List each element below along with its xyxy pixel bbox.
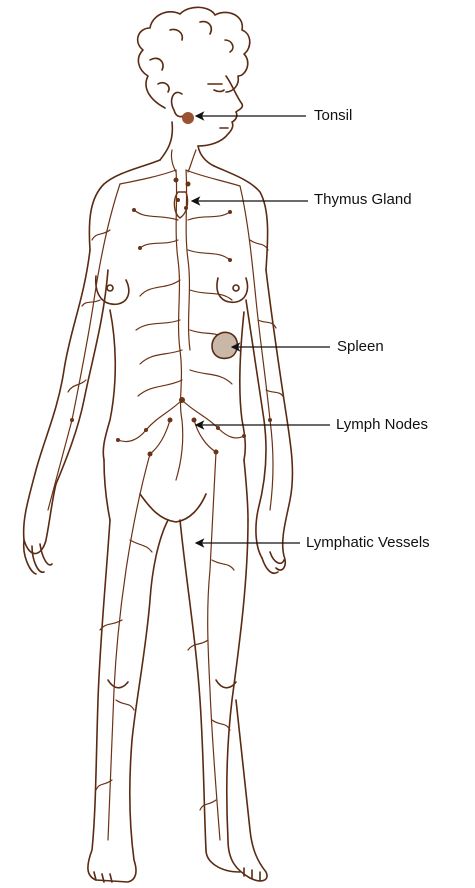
spleen-label: Spleen [337, 339, 384, 354]
right-leg [227, 520, 267, 881]
lymph-nodes-label: Lymph Nodes [336, 417, 428, 432]
right-breast [217, 278, 248, 302]
spleen [212, 332, 237, 358]
ear [172, 92, 186, 116]
lymph-vessels [48, 150, 284, 840]
thymus-gland-label: Thymus Gland [314, 192, 412, 207]
lymphatic-vessels-label: Lymphatic Vessels [306, 535, 430, 550]
tonsil-marker [182, 112, 194, 124]
pointer-lines [192, 116, 330, 543]
left-shoulder [89, 160, 160, 250]
tonsil-label: Tonsil [314, 108, 352, 123]
left-leg [88, 520, 168, 882]
left-arm [24, 250, 90, 554]
